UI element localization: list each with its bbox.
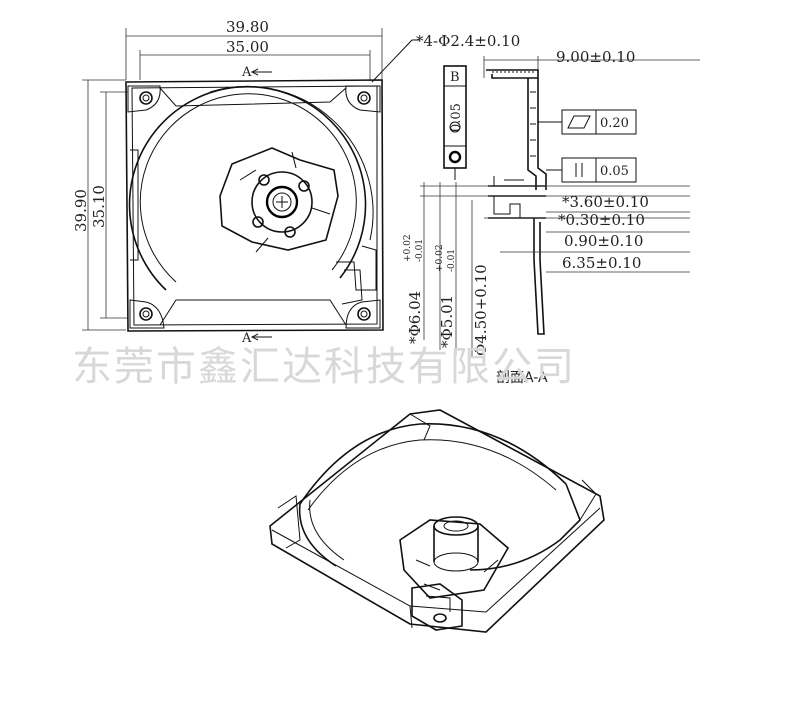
section-caption: 剖面A-A [496, 370, 548, 386]
flatness-callout: 0.20 [538, 109, 637, 135]
dim-4: 6.35±0.10 [562, 254, 641, 272]
dia-2-upper: +0.02 [435, 244, 445, 272]
detail-view: B 0.05 [443, 65, 467, 180]
dia-2-base: *Φ5.01 [438, 295, 456, 348]
iso-front-boss [411, 583, 463, 631]
bottom-margin [0, 662, 790, 706]
dim-3: 0.90±0.10 [564, 232, 643, 250]
corner-hole-bottom-left [129, 299, 165, 329]
parallel-tolerance: 0.05 [600, 164, 629, 179]
section-mark-bottom: A [241, 331, 252, 346]
parallel-callout: 0.05 [546, 157, 637, 183]
dia-3: Φ4.50+0.10 [472, 264, 490, 356]
section-view: 9.00±0.10 0.20 0.05 [403, 48, 700, 386]
dia-1-upper: +0.02 [403, 234, 413, 262]
company-watermark: 东莞市鑫汇达科技有限公司 [72, 344, 576, 390]
dim-1: *3.60±0.10 [562, 193, 649, 211]
datum-label: B [450, 70, 460, 85]
dim-2: *0.30±0.10 [558, 211, 645, 229]
datum-tolerance: 0.05 [449, 103, 464, 132]
dia-1-lower: -0.01 [415, 239, 425, 262]
section-mark-top: A [241, 65, 252, 80]
dim-outer-width: 39.80 [226, 18, 269, 36]
dia-1-base: *Φ6.04 [406, 291, 424, 344]
isometric-view [269, 409, 605, 633]
dim-top: 9.00±0.10 [556, 48, 635, 66]
dim-inner-height: 35.10 [90, 185, 108, 228]
flatness-tolerance: 0.20 [600, 116, 629, 131]
dim-inner-width: 35.00 [226, 38, 269, 56]
front-view: 39.80 35.00 39.90 35.10 A A [72, 18, 520, 346]
corner-hole-top-left [127, 85, 161, 113]
iso-hub [399, 516, 510, 599]
corner-hole-top-right [345, 85, 381, 113]
hub [219, 147, 339, 253]
corner-hole-bottom-right [345, 299, 381, 329]
dim-outer-height: 39.90 [72, 189, 90, 232]
hole-note: *4-Φ2.4±0.10 [416, 32, 520, 50]
dia-2-lower: -0.01 [447, 249, 457, 272]
